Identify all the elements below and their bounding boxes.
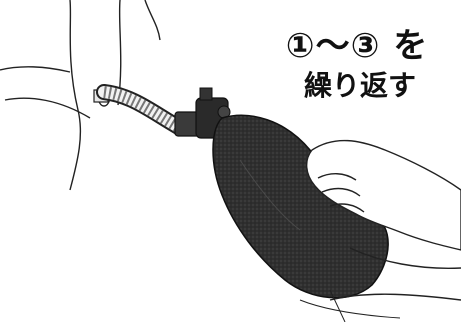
caption-repeat-text: 繰り返す (303, 68, 416, 102)
resuscitation-bag-icon (212, 114, 389, 299)
instruction-caption: ①〜③ を 繰り返す (262, 26, 452, 102)
hand-icon (306, 139, 461, 301)
flex-tube-icon (96, 84, 188, 136)
caption-steps-text: ①〜③ を (285, 26, 429, 66)
bag-base-lines (299, 289, 401, 322)
patient-neck (0, 0, 161, 191)
